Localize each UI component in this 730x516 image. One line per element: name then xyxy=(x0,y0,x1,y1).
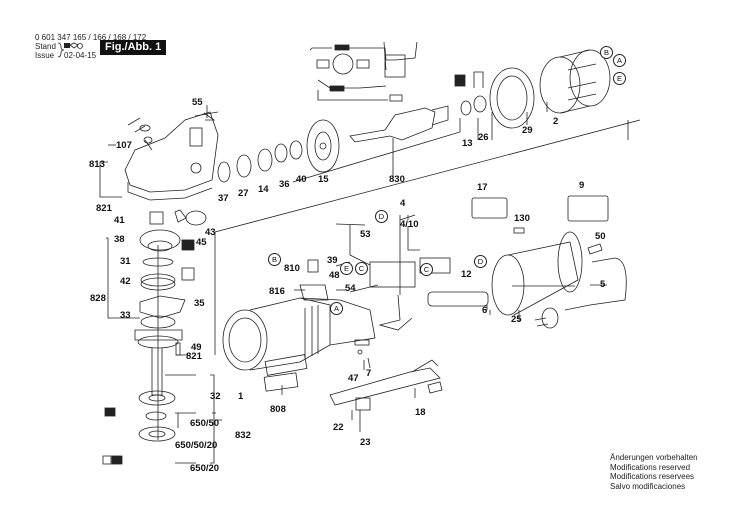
callout-39: 39 xyxy=(327,255,338,266)
switch-parts xyxy=(299,214,489,331)
callout-50: 50 xyxy=(595,231,606,242)
callout-107: 107 xyxy=(116,140,132,151)
callout-5: 5 xyxy=(600,279,606,290)
figure-badge: Fig./Abb. 1 xyxy=(100,40,167,55)
issue-label: Issue xyxy=(35,51,55,60)
callout-810: 810 xyxy=(284,263,300,274)
nameplate-17 xyxy=(471,197,508,219)
callout-821-lower: 821 xyxy=(186,351,202,362)
callout-821: 821 xyxy=(96,203,112,214)
switch-rod xyxy=(329,339,443,411)
connector-A: A xyxy=(613,54,626,67)
callout-13: 13 xyxy=(462,138,473,149)
callout-832: 832 xyxy=(235,430,251,441)
callout-1: 1 xyxy=(238,391,244,402)
callout-18: 18 xyxy=(415,407,426,418)
callout-35: 35 xyxy=(194,298,205,309)
callout-53: 53 xyxy=(360,229,371,240)
note-en: Modifications reserved xyxy=(610,462,691,472)
nameplate-130 xyxy=(513,227,525,234)
gear-housing xyxy=(124,111,219,201)
callout-4: 4 xyxy=(400,198,406,209)
tool-icon xyxy=(111,455,123,465)
callout-55: 55 xyxy=(192,97,203,108)
connector-D-right: D xyxy=(474,255,487,268)
motor-housing xyxy=(222,297,376,376)
callout-48: 48 xyxy=(329,270,340,281)
callout-650-20: 650/20 xyxy=(190,463,220,474)
callout-808: 808 xyxy=(270,404,286,415)
nameplate-808 xyxy=(263,372,299,392)
housing-cover xyxy=(491,231,583,316)
note-fr: Modifications reservees xyxy=(610,472,695,481)
nameplate-9 xyxy=(567,195,609,222)
callout-828: 828 xyxy=(90,293,106,304)
callout-14: 14 xyxy=(258,184,269,195)
callout-9: 9 xyxy=(579,180,585,191)
callout-42: 42 xyxy=(120,276,131,287)
spindle-parts xyxy=(134,209,207,442)
callout-37: 37 xyxy=(218,193,229,204)
callout-47: 47 xyxy=(348,373,359,384)
wiring-schematic xyxy=(309,41,418,102)
callout-36: 36 xyxy=(279,179,290,190)
callout-41: 41 xyxy=(114,215,125,226)
power-cord xyxy=(534,243,627,329)
leader-lines xyxy=(99,102,607,464)
callout-27: 27 xyxy=(238,188,249,199)
stand-label: Stand xyxy=(35,42,56,51)
callout-31: 31 xyxy=(120,256,131,267)
callout-43: 43 xyxy=(205,227,216,238)
callout-40: 40 xyxy=(296,174,307,185)
connector-E: E xyxy=(613,72,626,85)
connector-B-left: B xyxy=(268,253,281,266)
callout-7: 7 xyxy=(366,368,372,379)
connector-C-right: C xyxy=(420,263,433,276)
callout-816: 816 xyxy=(269,286,285,297)
connector-B: B xyxy=(600,46,613,59)
callout-2: 2 xyxy=(553,116,559,127)
callout-54: 54 xyxy=(345,283,356,294)
modifications-note: Änderungen vorbehalten Modifications res… xyxy=(610,453,698,491)
callout-32: 32 xyxy=(210,391,221,402)
callout-4-10: 4/10 xyxy=(400,219,419,230)
callout-45: 45 xyxy=(196,237,207,248)
tool-icon xyxy=(104,407,116,417)
callout-23: 23 xyxy=(360,437,371,448)
connector-D: D xyxy=(375,210,388,223)
connector-E-mid: E xyxy=(340,262,353,275)
issue-date: 02-04-15 xyxy=(64,51,97,60)
callout-130: 130 xyxy=(514,213,530,224)
callout-25: 25 xyxy=(511,314,522,325)
callout-49: 49 xyxy=(191,342,202,353)
callout-38: 38 xyxy=(114,234,125,245)
part-numbers: 0 601 347 165 / 166 / 168 / 172 xyxy=(35,33,147,42)
callout-22: 22 xyxy=(333,422,344,433)
axis-guide-line xyxy=(214,119,641,233)
callout-15: 15 xyxy=(318,174,329,185)
connector-A-bottom: A xyxy=(330,302,343,315)
callout-813: 813 xyxy=(89,159,105,170)
tool-icon xyxy=(102,455,112,465)
callout-17: 17 xyxy=(477,182,488,193)
callout-830: 830 xyxy=(389,174,405,185)
note-de: Änderungen vorbehalten xyxy=(610,453,698,462)
callout-26: 26 xyxy=(478,132,489,143)
callout-650-50: 650/50 xyxy=(190,418,220,429)
callout-6: 6 xyxy=(482,305,488,316)
callout-12: 12 xyxy=(461,269,472,280)
note-es: Salvo modificaciones xyxy=(610,481,686,491)
connector-C: C xyxy=(355,262,368,275)
gear-shaft-parts xyxy=(217,49,611,183)
callout-33: 33 xyxy=(120,310,131,321)
callout-650-50-20: 650/50/20 xyxy=(175,440,218,451)
callout-29: 29 xyxy=(522,125,533,136)
